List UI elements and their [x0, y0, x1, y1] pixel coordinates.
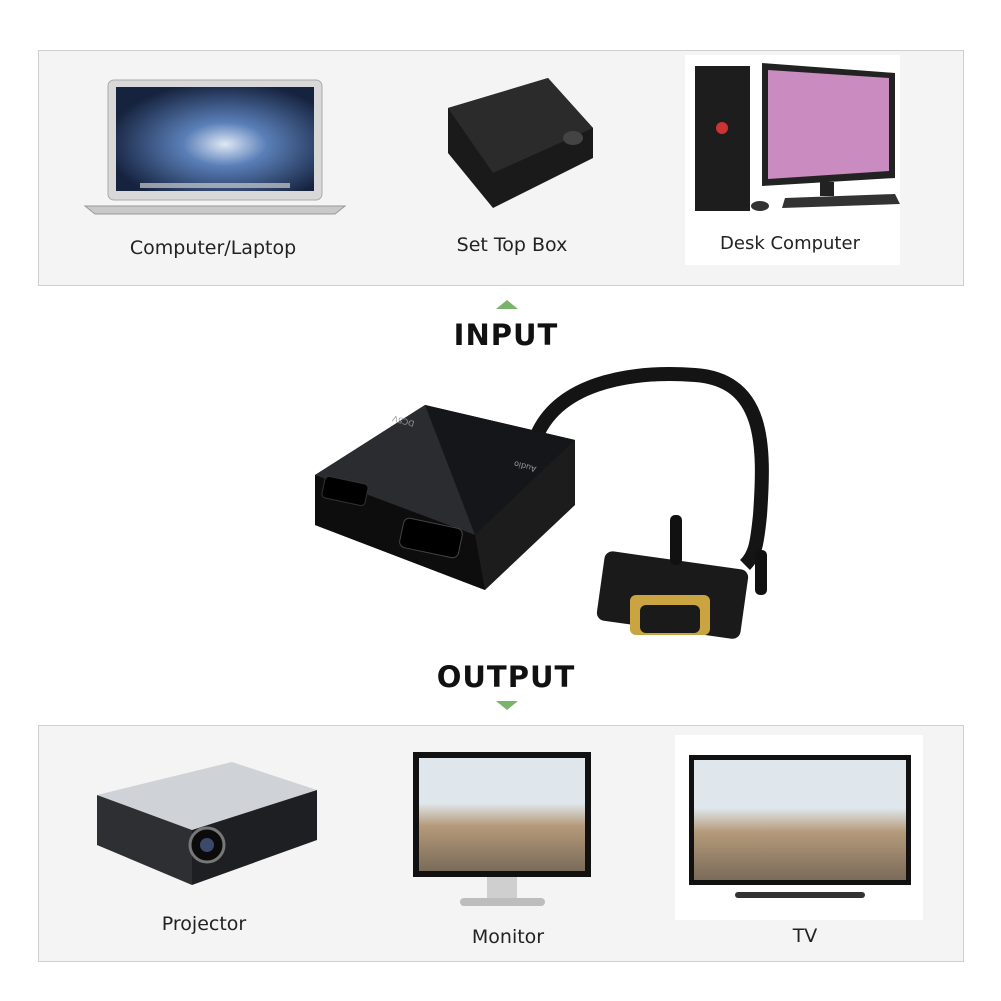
device-label-tv: TV — [792, 925, 818, 947]
tv-icon — [689, 755, 911, 885]
set-top-box-icon — [448, 78, 593, 208]
device-label-desk-computer: Desk Computer — [720, 233, 860, 254]
up-arrow-icon — [496, 300, 518, 309]
laptop-icon — [83, 79, 347, 215]
device-label-computer-laptop: Computer/Laptop — [129, 237, 297, 259]
device-label-set-top-box: Set Top Box — [456, 234, 568, 256]
input-heading: INPUT — [453, 318, 559, 352]
monitor-stand — [487, 877, 517, 899]
hdmi-vga-adapter-product: DC5V Audio — [315, 367, 769, 639]
monitor-icon — [413, 752, 591, 877]
device-label-monitor: Monitor — [471, 926, 545, 948]
device-label-projector: Projector — [161, 913, 247, 935]
tv-stand — [735, 892, 865, 898]
desktop-computer-icon — [695, 63, 900, 211]
output-heading: OUTPUT — [436, 660, 576, 694]
down-arrow-icon — [496, 701, 518, 710]
monitor-base — [460, 898, 545, 906]
projector-icon — [97, 762, 317, 885]
